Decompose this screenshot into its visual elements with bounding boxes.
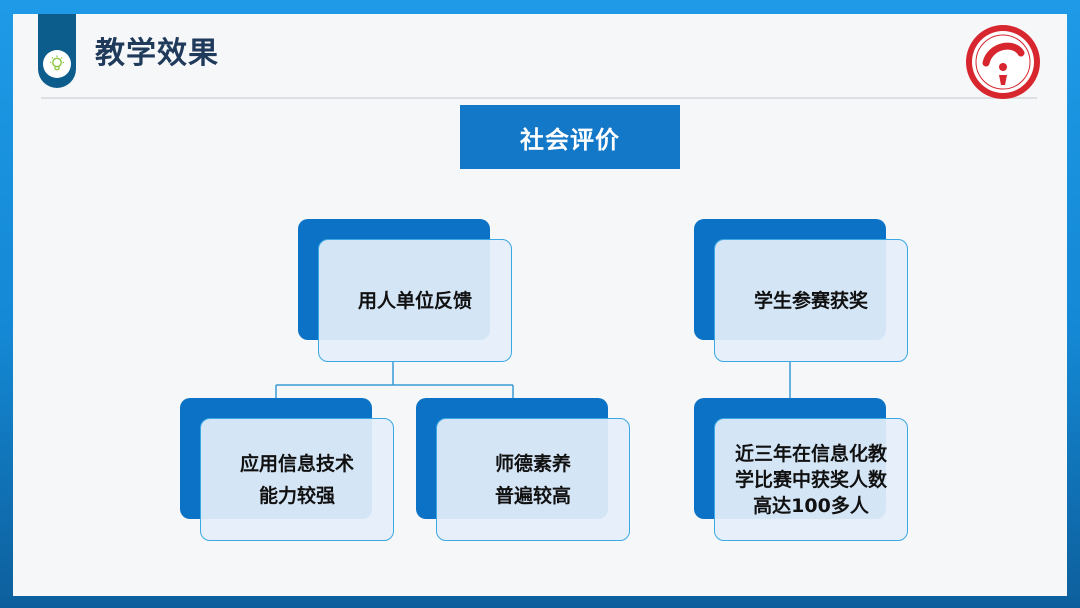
card-employer-feedback-face: 用人单位反馈 [318, 239, 512, 362]
bookmark-tab [38, 14, 76, 88]
card-award-count-face: 近三年在信息化教 学比赛中获奖人数 高达100多人 [714, 418, 908, 541]
university-seal-logo [966, 25, 1040, 99]
slide: 教学效果 社会评价 用人单位反馈 学生参赛获奖 应用信息技术 能力较强 [13, 14, 1067, 596]
header-divider [41, 97, 1037, 99]
card-it-skills-face: 应用信息技术 能力较强 [200, 418, 394, 541]
card-line: 学比赛中获奖人数 [734, 468, 887, 491]
card-line: 能力较强 [258, 484, 335, 507]
card-line: 高达100多人 [753, 494, 869, 517]
card-line: 用人单位反馈 [357, 289, 472, 312]
card-ethics-face: 师德素养 普遍较高 [436, 418, 630, 541]
card-line: 普遍较高 [494, 484, 571, 507]
card-line: 学生参赛获奖 [753, 289, 868, 312]
root-node-social-evaluation: 社会评价 [460, 105, 680, 169]
card-line: 应用信息技术 [239, 452, 354, 475]
card-line: 近三年在信息化教 [734, 442, 887, 465]
lightbulb-icon [50, 55, 64, 71]
card-line: 师德素养 [494, 452, 571, 475]
bookmark-circle [43, 50, 71, 78]
card-student-awards-face: 学生参赛获奖 [714, 239, 908, 362]
page-title: 教学效果 [95, 36, 219, 71]
